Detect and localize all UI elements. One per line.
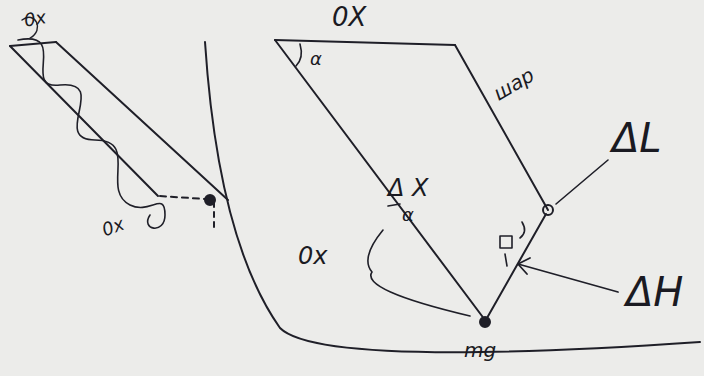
- brace: [368, 230, 470, 316]
- handwritten-label: ΔH: [626, 272, 683, 312]
- edge-line: [10, 42, 56, 46]
- ball: [543, 205, 553, 215]
- separator-curve: [205, 42, 700, 352]
- handwritten-label: 0x: [23, 8, 48, 30]
- edge-line: [455, 45, 548, 210]
- handwritten-label: 0x: [298, 244, 327, 268]
- arrowhead: [518, 258, 530, 274]
- dashed-line: [160, 196, 205, 199]
- handwritten-label: α: [402, 206, 414, 224]
- edge-line: [275, 40, 485, 320]
- handwritten-label: α: [310, 50, 322, 68]
- handwritten-label: 0X: [332, 4, 366, 30]
- edge-line: [275, 40, 455, 45]
- right-angle-mark: [500, 236, 512, 248]
- handwritten-label: mg: [464, 340, 496, 360]
- handwritten-label: ΔL: [612, 118, 662, 158]
- handwritten-label: Δ X: [388, 176, 429, 200]
- edge-line: [56, 42, 228, 200]
- ball: [480, 317, 490, 327]
- dashed-line: [213, 202, 215, 232]
- leader-arrow: [518, 264, 618, 292]
- tick: [505, 254, 507, 266]
- angle-arc: [296, 44, 301, 66]
- scribble: [520, 222, 525, 238]
- ball: [205, 195, 215, 205]
- leader-line: [556, 160, 608, 204]
- tick: [388, 204, 400, 206]
- edge-line: [487, 214, 546, 318]
- wave-curve: [18, 39, 165, 228]
- handwritten-label: 0x: [100, 215, 127, 239]
- handwritten-label: шар: [490, 65, 537, 104]
